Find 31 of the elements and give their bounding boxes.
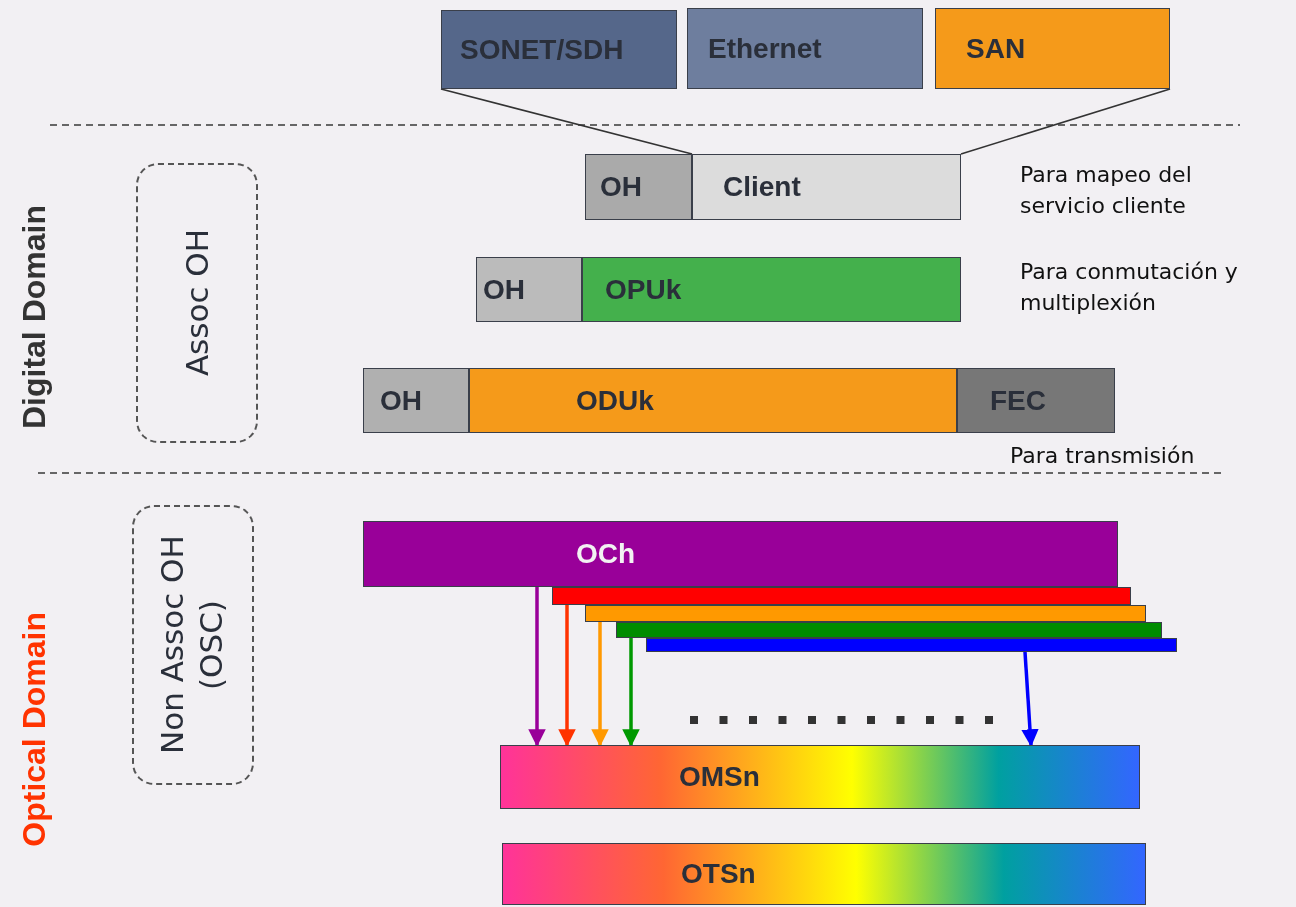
payload-field: Client	[692, 154, 961, 220]
domain-label: Optical Domain	[18, 612, 52, 847]
arrow	[591, 622, 609, 747]
fec-field: FEC	[957, 368, 1115, 433]
overhead-field: OH	[363, 368, 469, 433]
channel-bar	[552, 587, 1131, 605]
payload-field: ODUk	[469, 368, 957, 433]
transmission-section-bar: OTSn	[502, 843, 1146, 905]
domain-label: Digital Domain	[18, 205, 52, 429]
channel-bar: OCh	[363, 521, 1118, 587]
connector-line	[960, 88, 1171, 155]
client-signal-box: SAN	[935, 8, 1170, 89]
channel-bar	[646, 638, 1177, 652]
arrow	[528, 587, 546, 747]
multiplex-section-bar: OMSn	[500, 745, 1140, 809]
arrow	[622, 638, 640, 747]
annotation-text: Para mapeo del servicio cliente	[1020, 161, 1193, 220]
overhead-group: Non Assoc OH (OSC)	[132, 505, 254, 785]
annotation-text: Para conmutación y multiplexión	[1020, 258, 1239, 317]
connector-line	[440, 88, 693, 155]
channel-bar	[616, 622, 1162, 638]
overhead-group: Assoc OH	[136, 163, 258, 443]
client-signal-box: Ethernet	[687, 8, 923, 89]
overhead-field: OH	[476, 257, 582, 322]
arrow	[558, 605, 576, 747]
overhead-field: OH	[585, 154, 692, 220]
channel-bar	[585, 605, 1146, 622]
payload-field: OPUk	[582, 257, 961, 322]
annotation-text: Para transmisión	[1010, 442, 1196, 470]
arrow	[1021, 651, 1039, 747]
client-signal-box: SONET/SDH	[441, 10, 677, 89]
